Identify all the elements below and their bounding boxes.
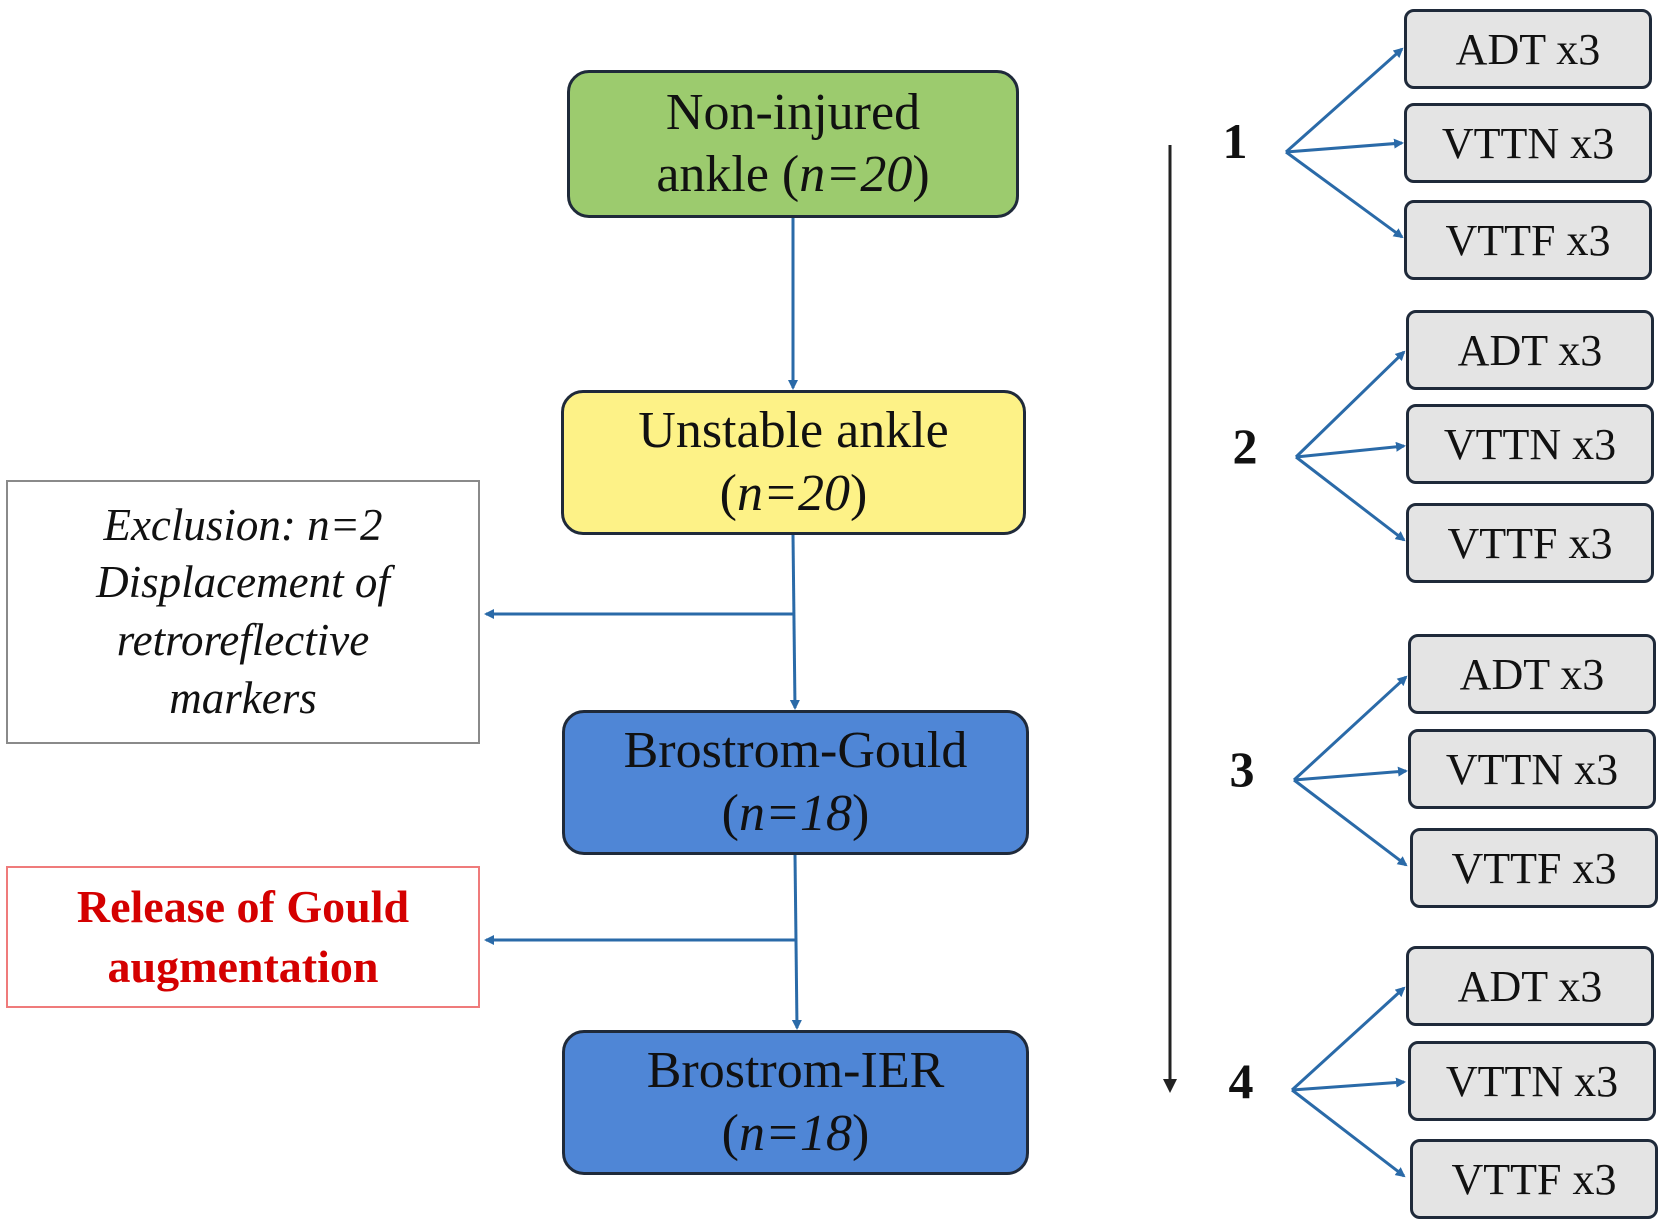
unstable-suffix: ) — [850, 464, 868, 522]
release-line: augmentation — [107, 941, 379, 992]
exclusion-line: markers — [169, 672, 317, 723]
fan-1-vttf — [1285, 150, 1404, 239]
brostrom-gould-prefix: ( — [721, 784, 739, 842]
step-2-test-vttn: VTTN x3 — [1406, 404, 1654, 484]
step-3-test-adt: ADT x3 — [1408, 634, 1656, 714]
brostrom-gould-box: Brostrom-Gould (n=18) — [562, 710, 1029, 855]
step-3-test-vttn: VTTN x3 — [1408, 729, 1656, 809]
non-injured-ankle-box: Non-injured ankle (n=20) — [567, 70, 1019, 218]
unstable-count-line: (n=20) — [720, 463, 868, 525]
step-1-test-adt: ADT x3 — [1404, 9, 1652, 89]
step-4-test-adt: ADT x3 — [1406, 946, 1654, 1026]
step-number-2: 2 — [1232, 418, 1258, 474]
step-1-test-vttn: VTTN x3 — [1404, 103, 1652, 183]
step-1-test-vttf: VTTF x3 — [1404, 200, 1652, 280]
unstable-ankle-box: Unstable ankle (n=20) — [561, 390, 1026, 535]
release-line: Release of Gould — [76, 881, 410, 933]
non-injured-suffix: ) — [912, 146, 930, 203]
arrow-brostrom-gould-to-ier — [791, 854, 802, 1030]
brostrom-ier-prefix: ( — [721, 1104, 739, 1162]
unstable-label: Unstable ankle — [638, 402, 949, 460]
step-number-4: 4 — [1228, 1053, 1254, 1109]
step-2-test-adt: ADT x3 — [1406, 310, 1654, 390]
exclusion-line: Displacement of — [96, 557, 390, 608]
step-4-test-vttn: VTTN x3 — [1408, 1041, 1656, 1121]
brostrom-ier-box: Brostrom-IER (n=18) — [562, 1030, 1029, 1175]
step-number-3: 3 — [1229, 741, 1255, 797]
exclusion-line: retroreflective — [116, 615, 370, 665]
fan-1-adt — [1285, 47, 1404, 154]
unstable-prefix: ( — [719, 464, 737, 522]
brostrom-ier-label: Brostrom-IER — [646, 1042, 945, 1100]
step-2-test-vttf: VTTF x3 — [1406, 503, 1654, 583]
non-injured-count-line: ankle (n=20) — [656, 144, 929, 206]
fan-2-vttf — [1295, 455, 1406, 542]
fan-3-adt — [1292, 675, 1408, 782]
non-injured-n: n=20 — [799, 146, 913, 203]
brostrom-ier-count-line: (n=18) — [722, 1103, 870, 1165]
non-injured-prefix: ankle ( — [656, 146, 800, 203]
step-3-test-vttf: VTTF x3 — [1410, 828, 1658, 908]
exclusion-box: Exclusion: n=2 Displacement of retrorefl… — [6, 480, 480, 744]
step-4-test-vttf: VTTF x3 — [1410, 1139, 1658, 1219]
test-fan-arrows — [1285, 47, 1408, 1178]
fan-3-vttf — [1293, 778, 1408, 867]
step-number-1: 1 — [1222, 113, 1248, 169]
fan-4-adt — [1290, 986, 1406, 1092]
release-of-gould-box: Release of Gould augmentation — [6, 866, 480, 1008]
brostrom-gould-count-line: (n=18) — [722, 783, 870, 845]
brostrom-gould-label: Brostrom-Gould — [623, 722, 968, 780]
unstable-n: n=20 — [736, 464, 851, 522]
exclusion-line: Exclusion: n=2 — [103, 499, 383, 550]
brostrom-gould-suffix: ) — [852, 784, 870, 842]
brostrom-ier-suffix: ) — [852, 1104, 870, 1162]
fan-3-vttn — [1293, 766, 1408, 782]
non-injured-label: Non-injured — [665, 83, 921, 141]
arrow-unstable-to-brostrom-gould — [789, 534, 800, 710]
fan-1-vttn — [1285, 138, 1404, 154]
brostrom-gould-n: n=18 — [738, 784, 853, 842]
fan-4-vttf — [1291, 1088, 1406, 1178]
fan-2-vttn — [1295, 441, 1406, 459]
fan-2-adt — [1294, 350, 1406, 459]
fan-4-vttn — [1291, 1077, 1406, 1092]
brostrom-ier-n: n=18 — [738, 1104, 853, 1162]
main-flow-arrows — [484, 218, 802, 1030]
